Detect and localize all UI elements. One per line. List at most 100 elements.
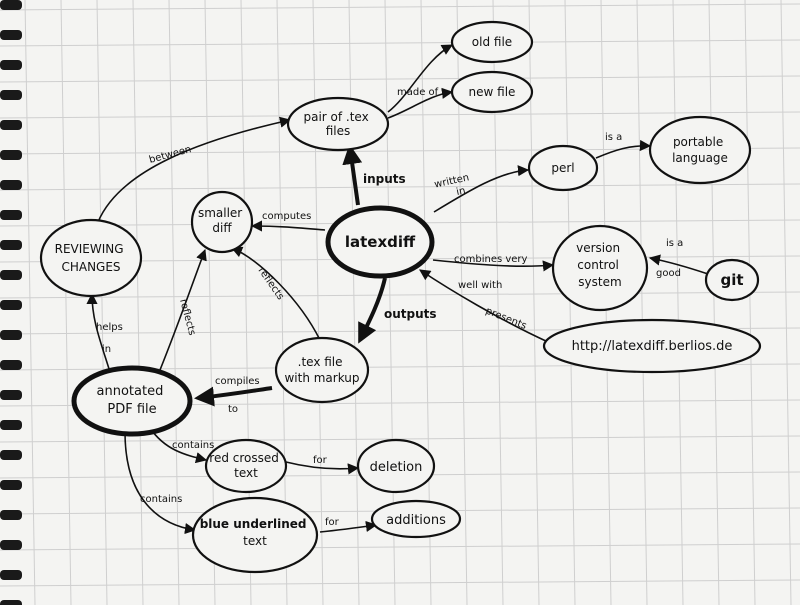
edge-label-is-a-good-line1: is a bbox=[666, 238, 683, 249]
node-blue-label: blue underlined text bbox=[200, 517, 311, 548]
grid-line bbox=[636, 0, 648, 605]
edge-label-helps-in-line1: helps bbox=[96, 322, 123, 333]
node-blue-underlined-text: blue underlined text bbox=[191, 496, 319, 574]
edge-pdf-contains-blue: contains bbox=[124, 431, 197, 535]
edge-pair-to-old-file bbox=[387, 44, 453, 113]
node-perl-label: perl bbox=[551, 161, 574, 175]
grid-line bbox=[744, 0, 756, 605]
node-red-crossed-text: red crossed text bbox=[204, 438, 288, 494]
spiral-ring bbox=[0, 330, 22, 340]
grid-line bbox=[0, 39, 800, 47]
edge-label-for-1: for bbox=[313, 455, 328, 466]
grid-line bbox=[528, 0, 540, 605]
edge-label-made-of: made of bbox=[397, 87, 439, 98]
spiral-ring bbox=[0, 540, 22, 550]
edge-pdf-contains-red: contains bbox=[149, 427, 214, 464]
spiral-ring bbox=[0, 450, 22, 460]
node-perl: perl bbox=[527, 144, 599, 192]
spiral-ring bbox=[0, 180, 22, 190]
node-pdf-label: annotated PDF file bbox=[97, 384, 168, 417]
grid-line bbox=[0, 579, 800, 587]
grid-line bbox=[0, 183, 800, 191]
grid-line bbox=[96, 0, 108, 605]
edge-label-compiles-line1: compiles bbox=[215, 376, 260, 387]
node-version-control-system: version control system bbox=[551, 224, 649, 312]
grid-line bbox=[708, 0, 720, 605]
node-reviewing-label: REVIEWING CHANGES bbox=[55, 242, 128, 274]
node-tex-file-markup: .tex file with markup bbox=[274, 336, 370, 404]
grid-line bbox=[24, 0, 36, 605]
edge-pdf-reflects-smaller: reflects bbox=[159, 248, 207, 371]
spiral-ring bbox=[0, 240, 22, 250]
node-pair-label: pair of .tex files bbox=[303, 110, 372, 138]
edge-git-to-vcs: is a good bbox=[648, 238, 709, 279]
node-pair-of-tex-files: pair of .tex files bbox=[286, 96, 390, 152]
grid-line bbox=[0, 111, 800, 119]
edge-label-compiles-line2: to bbox=[228, 404, 238, 415]
node-new-file-label: new file bbox=[469, 85, 516, 99]
edge-reviewing-to-pair: between bbox=[97, 116, 292, 223]
edge-label-computes: computes bbox=[262, 211, 311, 222]
spiral-ring bbox=[0, 570, 22, 580]
edge-label-is-a: is a bbox=[605, 132, 622, 143]
spiral-ring bbox=[0, 210, 22, 220]
edge-label-written-in-line2: in bbox=[455, 185, 466, 198]
node-blue-label-line2: text bbox=[243, 534, 267, 548]
spiral-ring bbox=[0, 120, 22, 130]
node-portable-language: portable language bbox=[648, 115, 752, 185]
node-git: git bbox=[704, 258, 760, 302]
node-old-file-label: old file bbox=[472, 35, 512, 49]
node-tex-markup-label-line1: .tex file bbox=[298, 355, 343, 369]
grid-line bbox=[0, 75, 800, 83]
notebook-spiral bbox=[0, 0, 22, 605]
node-additions: additions bbox=[370, 499, 462, 539]
spiral-ring bbox=[0, 510, 22, 520]
node-portable-label-line1: portable bbox=[673, 135, 723, 149]
node-git-label: git bbox=[720, 271, 743, 289]
edge-label-presents: presents bbox=[484, 306, 528, 332]
spiral-ring bbox=[0, 360, 22, 370]
node-annotated-pdf: annotated PDF file bbox=[71, 365, 193, 437]
grid-line bbox=[0, 3, 800, 11]
node-reviewing-changes: REVIEWING CHANGES bbox=[39, 218, 143, 298]
node-red-label: red crossed text bbox=[209, 451, 282, 480]
node-additions-label: additions bbox=[386, 513, 446, 528]
node-vcs-label-line1: version bbox=[576, 241, 620, 255]
node-url-label: http://latexdiff.berlios.de bbox=[572, 339, 733, 354]
edge-label-helps-in: helps in bbox=[96, 322, 126, 355]
node-red-label-line1: red crossed bbox=[209, 451, 279, 465]
edge-pdf-helps-reviewing: helps in bbox=[86, 292, 126, 373]
node-smaller-label-line1: smaller bbox=[198, 206, 242, 220]
spiral-ring bbox=[0, 300, 22, 310]
node-pdf-label-line1: annotated bbox=[97, 384, 164, 399]
edge-label-between: between bbox=[148, 144, 193, 166]
spiral-ring bbox=[0, 420, 22, 430]
edge-latexdiff-to-perl: written in bbox=[433, 165, 530, 213]
node-reviewing-label-line2: CHANGES bbox=[61, 260, 120, 274]
edge-latexdiff-outputs-tex: outputs bbox=[358, 277, 437, 344]
grid-line bbox=[780, 0, 792, 605]
edge-label-for-2: for bbox=[325, 517, 340, 528]
spiral-ring bbox=[0, 150, 22, 160]
grid-line bbox=[0, 291, 800, 299]
node-red-label-line2: text bbox=[234, 466, 258, 480]
edge-label-combines-line2: well with bbox=[458, 280, 502, 291]
edge-label-is-a-good: is a good bbox=[656, 238, 686, 279]
edge-label-outputs: outputs bbox=[384, 307, 437, 321]
node-url: http://latexdiff.berlios.de bbox=[542, 318, 762, 374]
node-blue-label-line1: blue underlined bbox=[200, 517, 307, 531]
node-portable-label: portable language bbox=[672, 135, 728, 165]
node-pdf-label-line2: PDF file bbox=[107, 402, 156, 417]
node-latexdiff-label: latexdiff bbox=[345, 233, 416, 251]
edge-blue-for-additions: for bbox=[319, 517, 378, 533]
node-new-file: new file bbox=[450, 70, 534, 114]
node-latexdiff: latexdiff bbox=[325, 205, 435, 279]
spiral-ring bbox=[0, 480, 22, 490]
spiral-ring bbox=[0, 0, 22, 10]
edge-red-for-deletion: for bbox=[285, 455, 360, 475]
edge-label-compiles-to: compiles to bbox=[215, 376, 263, 415]
edge-label-combines-line1: combines very bbox=[454, 254, 528, 265]
spiral-ring bbox=[0, 390, 22, 400]
